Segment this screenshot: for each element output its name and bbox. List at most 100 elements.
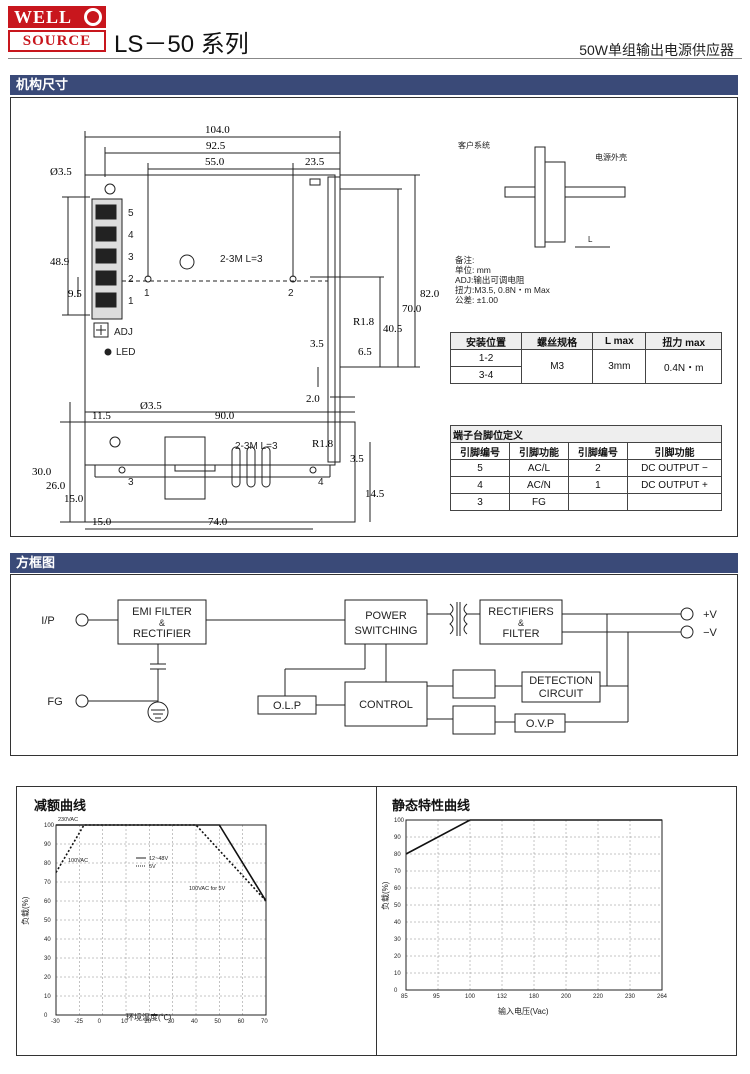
pin-r0c2: 2 xyxy=(567,459,628,477)
rect-line1: RECTIFIERS xyxy=(488,606,553,618)
pin-h2: 引脚编号 xyxy=(567,442,628,460)
pin-table: 端子台脚位定义 引脚编号 引脚功能 引脚编号 引脚功能 5 AC/L 2 DC … xyxy=(450,425,723,511)
ip-label: I/P xyxy=(41,615,54,627)
note-4: 公差: ±1.00 xyxy=(455,295,498,305)
static-ylabel: 负载(%) xyxy=(380,881,390,910)
dim-40-5: 40.5 xyxy=(383,323,403,335)
dim-15-v: 15.0 xyxy=(64,493,84,505)
derating-ytick: 0 xyxy=(44,1013,48,1019)
static-ytick: 30 xyxy=(394,937,401,943)
derating-xtick: -30 xyxy=(51,1019,60,1025)
hole-4: 4 xyxy=(318,477,324,488)
note-0: 备注: xyxy=(455,255,474,265)
dim-6-5: 6.5 xyxy=(358,346,372,358)
terminal-3: 3 xyxy=(128,252,134,263)
vminus-terminal xyxy=(680,625,694,639)
derating-ytick: 10 xyxy=(44,994,51,1000)
opto-1 xyxy=(452,669,496,699)
pin-h0: 引脚编号 xyxy=(450,442,510,460)
pin-r2c3 xyxy=(626,493,723,511)
dim-15-h: 15.0 xyxy=(92,516,112,528)
static-ytick: 70 xyxy=(394,869,401,875)
dim-74: 74.0 xyxy=(208,516,228,528)
derating-xtick: 70 xyxy=(261,1019,268,1025)
dim-55: 55.0 xyxy=(205,156,225,168)
section-block: 方框图 xyxy=(10,553,738,573)
static-ytick: 100 xyxy=(394,818,405,824)
derating-note-100: 100VAC xyxy=(68,858,88,864)
derating-ytick: 90 xyxy=(44,842,51,848)
derating-ylabel: 负载(%) xyxy=(20,896,30,925)
hole-1: 1 xyxy=(144,288,150,299)
derating-ytick: 20 xyxy=(44,975,51,981)
screw-h1: 螺丝规格 xyxy=(521,332,594,350)
pin-title: 端子台脚位定义 xyxy=(450,425,722,443)
pin-r1c0: 4 xyxy=(450,476,510,494)
dim-3-5: 3.5 xyxy=(310,338,324,350)
dim-30: 30.0 xyxy=(32,466,52,478)
pin-r2c1: FG xyxy=(508,493,569,511)
ovp-label: O.V.P xyxy=(526,718,554,730)
static-title: 静态特性曲线 xyxy=(392,798,471,813)
derating-ytick: 70 xyxy=(44,880,51,886)
mech-drawing: 104.0 92.5 55.0 23.5 Ø3.5 48.9 9.5 82.0 … xyxy=(32,124,627,530)
derating-xtick: 30 xyxy=(168,1019,175,1025)
label-customer: 客户系统 xyxy=(458,140,490,150)
dim-dia: Ø3.5 xyxy=(50,166,72,178)
vplus-label: +V xyxy=(703,609,717,621)
static-xtick: 180 xyxy=(529,994,540,1000)
hole-3: 3 xyxy=(128,477,134,488)
derating-xtick: 0 xyxy=(98,1019,102,1025)
section-mech: 机构尺寸 xyxy=(10,75,738,95)
terminal-4: 4 xyxy=(128,230,134,241)
pin-r1c3: DC OUTPUT + xyxy=(626,476,723,494)
static-xlabel: 输入电压(Vac) xyxy=(498,1006,549,1016)
dim-9-5: 9.5 xyxy=(68,288,82,300)
opto-2 xyxy=(452,705,496,735)
derating-ytick: 50 xyxy=(44,918,51,924)
power-box xyxy=(344,599,428,645)
dim-r18-bottom: R1.8 xyxy=(312,438,334,450)
pin-r0c0: 5 xyxy=(450,459,510,477)
fg-label: FG xyxy=(47,696,62,708)
derating-ytick: 100 xyxy=(44,823,55,829)
derating-note-230: 230VAC xyxy=(58,817,78,823)
derating-xtick: -25 xyxy=(74,1019,83,1025)
static-xtick: 200 xyxy=(561,994,572,1000)
derating-ytick: 80 xyxy=(44,861,51,867)
screw-h2: L max xyxy=(592,332,647,350)
hole-2: 2 xyxy=(288,288,294,299)
pin-r1c2: 1 xyxy=(567,476,628,494)
terminal-2: 2 xyxy=(128,274,134,285)
power-line2: SWITCHING xyxy=(355,625,418,637)
derating-xlabel: 环境温度(℃) xyxy=(126,1012,172,1022)
olp-label: O.L.P xyxy=(273,700,301,712)
logo-top: WELL xyxy=(8,6,106,28)
label-l: L xyxy=(588,235,593,244)
static-xtick: 264 xyxy=(657,994,668,1000)
adj-label: ADJ xyxy=(114,327,133,338)
pin-r0c1: AC/L xyxy=(508,459,569,477)
terminal-1: 1 xyxy=(128,296,134,307)
power-line1: POWER xyxy=(365,610,407,622)
legend-12-48: 12~48V xyxy=(149,856,168,862)
dim-r18: R1.8 xyxy=(353,316,375,328)
derating-xtick: 40 xyxy=(191,1019,198,1025)
legend-5v: 5V xyxy=(149,864,156,870)
static-xtick: 132 xyxy=(497,994,508,1000)
static-ytick: 10 xyxy=(394,971,401,977)
derating-ytick: 60 xyxy=(44,899,51,905)
screw-note-bottom: 2-3M L=3 xyxy=(235,441,278,452)
dim-3-5-bottom: 3.5 xyxy=(350,453,364,465)
dim-23-5: 23.5 xyxy=(305,156,325,168)
fg-terminal xyxy=(75,694,89,708)
screw-h3: 扭力 max xyxy=(645,332,722,350)
static-xtick: 95 xyxy=(433,994,440,1000)
curves-divider xyxy=(376,786,377,1056)
vplus-terminal xyxy=(680,607,694,621)
static-xtick: 220 xyxy=(593,994,604,1000)
dim-90: 90.0 xyxy=(215,410,235,422)
static-xtick: 100 xyxy=(465,994,476,1000)
static-ytick: 40 xyxy=(394,920,401,926)
screw-r0c2: 3mm xyxy=(592,349,647,384)
